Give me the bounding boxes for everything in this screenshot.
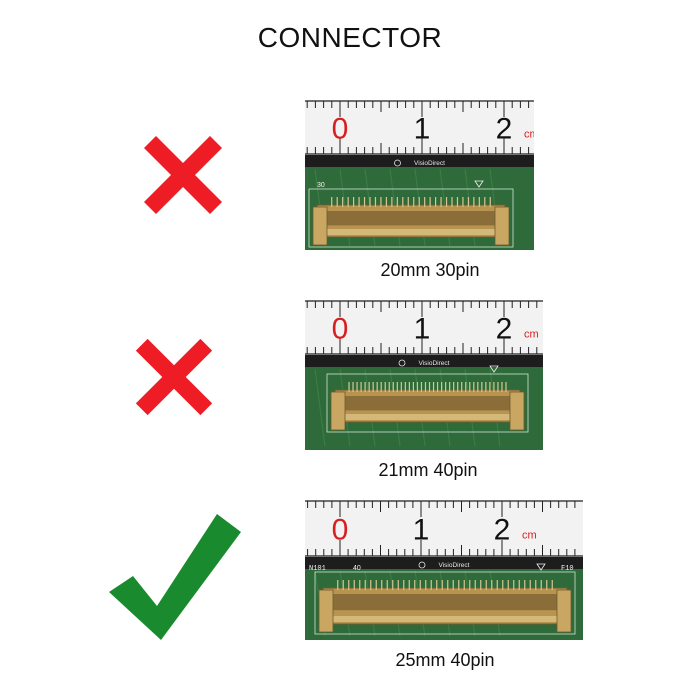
brand-label: VisioDirect [414,160,445,167]
ruler-digit: 1 [414,113,431,146]
caption: 25mm 40pin [395,650,495,670]
cross-icon [138,130,228,220]
ruler-digit: 1 [414,313,431,346]
brand-label: VisioDirect [439,562,470,569]
pcb-mark-right: F10 [561,565,574,573]
ruler-digit: 0 [332,313,349,346]
brand-label: VisioDirect [419,360,450,367]
ruler: 0 1 2 cm [305,100,534,155]
check-icon [105,510,245,645]
ruler-digit: 2 [496,113,513,146]
pin-mark: 30 [317,182,325,189]
pin-mark: 40 [353,565,361,572]
ruler-digit: 0 [332,113,349,146]
ruler: 0 1 2 cm [305,300,543,355]
ruler: 0 1 2 cm [305,500,583,557]
connector [330,382,525,431]
ruler-unit: cm [524,329,539,341]
ruler-digit: 1 [413,514,430,547]
caption: 21mm 40pin [378,460,478,480]
pcb-mark-left: N101 [309,565,326,573]
connector [312,197,510,246]
ruler-unit: cm [524,129,534,141]
caption: 20mm 30pin [380,260,480,280]
ruler-unit: cm [522,530,537,542]
ruler-digit: 0 [332,514,349,547]
page-title: CONNECTOR [257,22,443,53]
connector [318,580,572,633]
ruler-digit: 2 [496,313,513,346]
cross-icon [130,333,218,421]
ruler-digit: 2 [494,514,511,547]
